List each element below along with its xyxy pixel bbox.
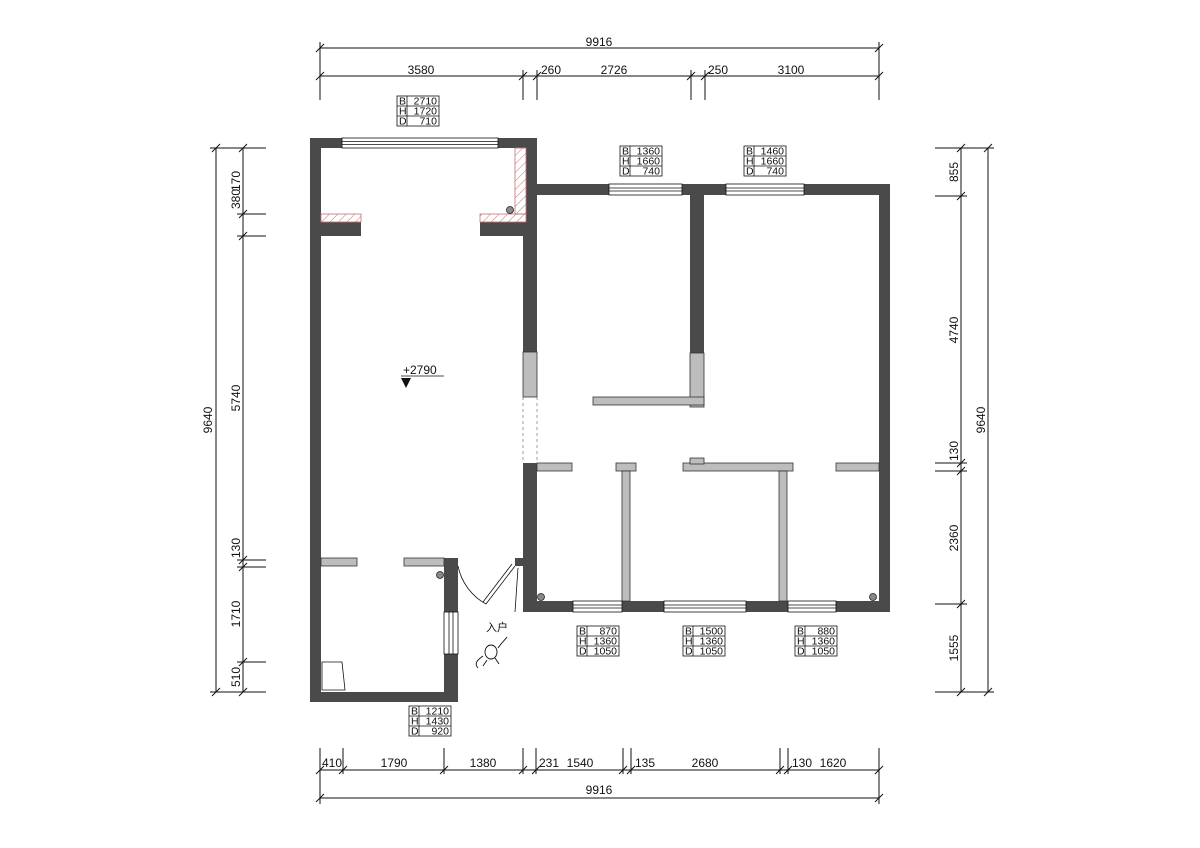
spec-key-label: D bbox=[685, 646, 693, 658]
spec-value-label: 1720 bbox=[414, 106, 438, 118]
left-dimension-chain bbox=[210, 143, 266, 697]
bottom-dimension-label: 1380 bbox=[470, 756, 497, 770]
entrance-door bbox=[457, 563, 519, 613]
spec-key-label: H bbox=[399, 106, 407, 118]
top-dimension-label: 3100 bbox=[778, 63, 805, 77]
spec-key-label: H bbox=[411, 716, 419, 728]
spec-key-label: H bbox=[622, 156, 630, 168]
spec-value-label: 740 bbox=[642, 166, 660, 178]
bottom-dimension-label: 135 bbox=[635, 756, 655, 770]
spec-key-label: D bbox=[399, 116, 407, 128]
elevation-marker bbox=[401, 375, 444, 388]
top-dimension-label: 250 bbox=[708, 63, 728, 77]
person-icon bbox=[475, 636, 508, 669]
top-dimension-label: 2726 bbox=[601, 63, 628, 77]
spec-value-label: 1500 bbox=[700, 626, 724, 638]
entrance-label: 入户 bbox=[486, 620, 508, 634]
spec-value-label: 1050 bbox=[812, 646, 836, 658]
bottom-total-dimension: 9916 bbox=[586, 783, 613, 797]
spec-value-label: 1430 bbox=[426, 716, 450, 728]
spec-key-label: D bbox=[579, 646, 587, 658]
spec-key-label: D bbox=[622, 166, 630, 178]
bottom-dimension-label: 1790 bbox=[381, 756, 408, 770]
spec-key-label: H bbox=[797, 636, 805, 648]
spec-value-label: 1050 bbox=[594, 646, 618, 658]
right-dimension-label: 4740 bbox=[947, 316, 961, 343]
spec-value-label: 2710 bbox=[414, 96, 438, 108]
top-dimension-label: 260 bbox=[541, 63, 561, 77]
spec-value-label: 1360 bbox=[812, 636, 836, 648]
top-dimension-label: 3580 bbox=[408, 63, 435, 77]
spec-value-label: 1360 bbox=[594, 636, 618, 648]
left-dimension-label: 170 bbox=[229, 171, 243, 191]
spec-key-label: D bbox=[411, 726, 419, 738]
right-dimension-label: 2360 bbox=[947, 524, 961, 551]
left-dimension-label: 510 bbox=[229, 667, 243, 687]
spec-key-label: B bbox=[685, 626, 692, 638]
spec-value-label: 740 bbox=[766, 166, 784, 178]
left-total-dimension: 9640 bbox=[201, 406, 215, 433]
spec-value-label: 1360 bbox=[700, 636, 724, 648]
spec-value-label: 1210 bbox=[426, 706, 450, 718]
spec-value-label: 920 bbox=[431, 726, 449, 738]
right-total-dimension: 9640 bbox=[974, 406, 988, 433]
spec-key-label: B bbox=[622, 146, 629, 158]
bottom-dimension-label: 2680 bbox=[692, 756, 719, 770]
spec-key-label: H bbox=[685, 636, 693, 648]
right-dimension-chain bbox=[935, 143, 994, 697]
bottom-dimension-label: 1620 bbox=[820, 756, 847, 770]
elevation-label: +2790 bbox=[403, 363, 437, 377]
bottom-dimension-label: 410 bbox=[322, 756, 342, 770]
spec-value-label: 1050 bbox=[700, 646, 724, 658]
corner-fixture bbox=[321, 661, 346, 691]
opening-dashed-lines bbox=[522, 397, 538, 463]
right-dimension-label: 855 bbox=[947, 162, 961, 182]
spec-key-label: D bbox=[797, 646, 805, 658]
bay-window-hatch bbox=[320, 147, 527, 223]
exterior-walls bbox=[310, 138, 890, 702]
spec-value-label: 1660 bbox=[761, 156, 785, 168]
spec-key-label: H bbox=[579, 636, 587, 648]
spec-key-label: B bbox=[746, 146, 753, 158]
bottom-dimension-label: 231 bbox=[539, 756, 559, 770]
interior-partitions bbox=[320, 351, 880, 602]
spec-key-label: B bbox=[411, 706, 418, 718]
spec-key-label: B bbox=[399, 96, 406, 108]
left-dimension-label: 380 bbox=[229, 189, 243, 209]
spec-value-label: 1660 bbox=[637, 156, 661, 168]
spec-value-label: 870 bbox=[599, 626, 617, 638]
bottom-dimension-label: 130 bbox=[792, 756, 812, 770]
spec-value-label: 710 bbox=[419, 116, 437, 128]
right-dimension-label: 1555 bbox=[947, 634, 961, 661]
pipe-markers bbox=[436, 206, 877, 601]
windows bbox=[341, 137, 837, 655]
bottom-dimension-chain bbox=[315, 748, 884, 804]
spec-key-label: B bbox=[797, 626, 804, 638]
top-total-dimension: 9916 bbox=[586, 35, 613, 49]
spec-value-label: 880 bbox=[817, 626, 835, 638]
top-dimension-chain bbox=[315, 42, 884, 100]
spec-value-label: 1460 bbox=[761, 146, 785, 158]
spec-value-label: 1360 bbox=[637, 146, 661, 158]
spec-key-label: D bbox=[746, 166, 754, 178]
left-dimension-label: 5740 bbox=[229, 384, 243, 411]
spec-key-label: H bbox=[746, 156, 754, 168]
right-dimension-label: 130 bbox=[947, 441, 961, 461]
bottom-dimension-label: 1540 bbox=[567, 756, 594, 770]
left-dimension-label: 1710 bbox=[229, 600, 243, 627]
spec-key-label: B bbox=[579, 626, 586, 638]
left-dimension-label: 130 bbox=[229, 538, 243, 558]
